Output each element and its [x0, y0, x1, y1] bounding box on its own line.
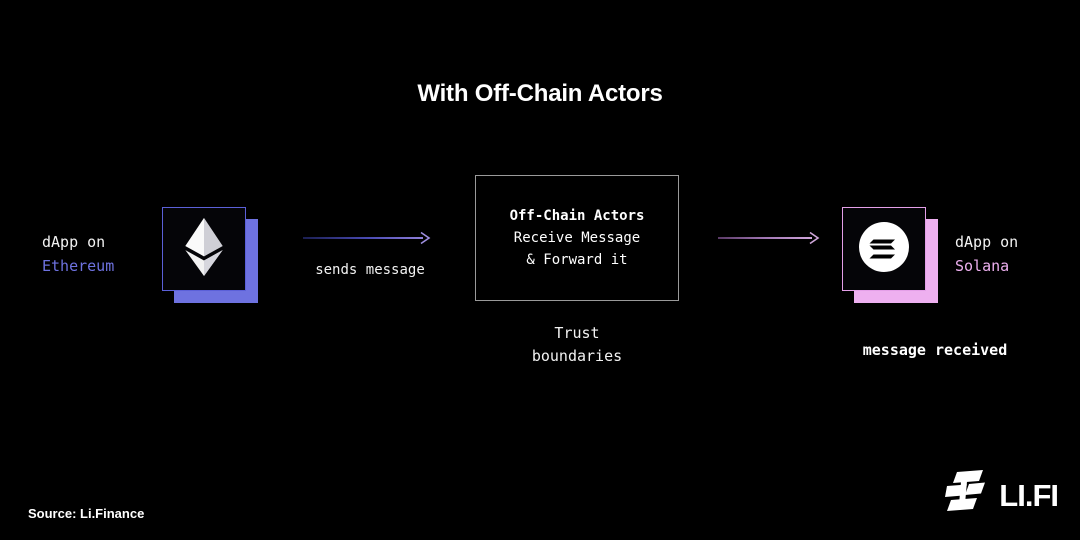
left-node-label-line1: dApp on [42, 233, 106, 251]
left-node-label-line2: Ethereum [42, 257, 115, 275]
arrow-right-head [807, 231, 821, 245]
arrow-right-line [718, 237, 812, 239]
solana-tile [842, 207, 942, 307]
off-chain-actors-box: Off-Chain Actors Receive Message & Forwa… [475, 175, 679, 301]
lifi-brand: LI.FI [945, 470, 1059, 521]
left-node-label: dApp on Ethereum [42, 230, 182, 278]
lifi-logo-icon [945, 470, 987, 521]
page-title: With Off-Chain Actors [417, 80, 663, 107]
trust-boundaries-caption: Trust boundaries [476, 322, 678, 368]
trust-boundaries-line1: Trust [554, 324, 600, 342]
solana-icon [856, 219, 912, 280]
off-chain-actors-line2: Receive Message [513, 230, 641, 246]
solana-tile-face [842, 207, 926, 291]
arrow-left-head [418, 231, 432, 245]
right-node-label-line2: Solana [955, 257, 1010, 275]
ethereum-icon [185, 217, 223, 281]
message-received-status: message received [862, 341, 1008, 359]
source-credit: Source: Li.Finance [28, 506, 145, 521]
arrow-middle-to-right [718, 231, 822, 245]
off-chain-actors-line3: & Forward it [526, 252, 628, 268]
arrow-left-to-middle [303, 231, 433, 245]
right-node-label: dApp on Solana [955, 230, 1080, 278]
trust-boundaries-line2: boundaries [531, 347, 623, 365]
lifi-wordmark: LI.FI [999, 477, 1059, 513]
ethereum-tile-face [162, 207, 246, 291]
arrow-left-line [303, 237, 423, 239]
arrow-left-caption: sends message [315, 262, 425, 278]
ethereum-tile [162, 207, 262, 307]
off-chain-actors-heading: Off-Chain Actors [509, 208, 645, 224]
right-node-label-line1: dApp on [955, 233, 1019, 251]
